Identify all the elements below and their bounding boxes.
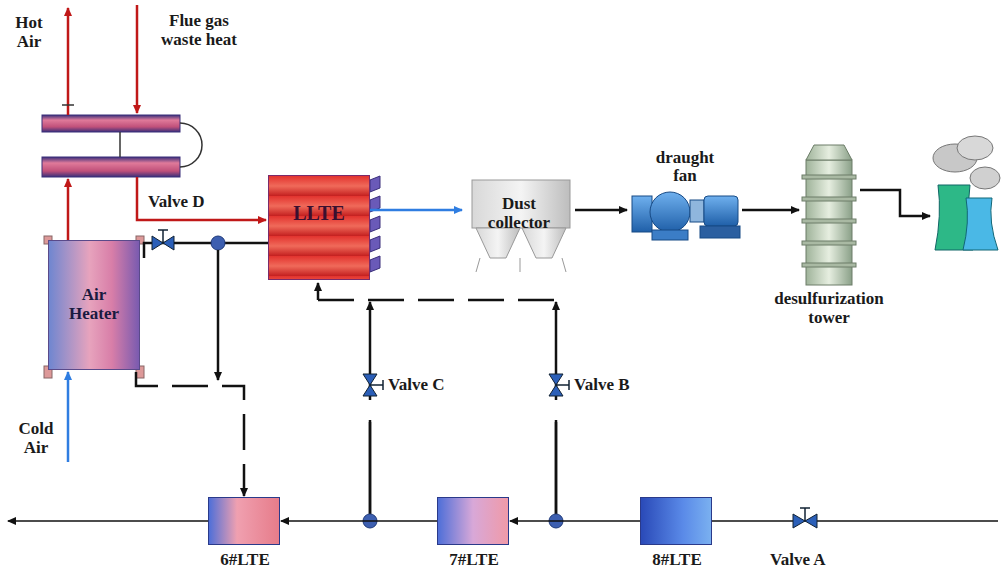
lte-heater: 7#LTE — [437, 497, 509, 545]
valve-label: Valve D — [148, 193, 218, 212]
tower-ring — [802, 219, 856, 223]
tower-ring — [802, 197, 856, 201]
valve-label: Valve B — [574, 376, 644, 395]
node-label: desulfurization tower — [754, 290, 904, 327]
node-label: 8#LTE — [632, 551, 722, 570]
tower-ring — [802, 241, 856, 245]
pipe-connector — [370, 209, 462, 212]
valve-label: Valve C — [388, 376, 458, 395]
air-heater-box: Air Heater — [48, 240, 140, 370]
stream-label: Hot Air — [4, 14, 54, 51]
pipe-connector — [510, 520, 640, 522]
fin — [370, 216, 380, 232]
pipe-connector — [281, 520, 437, 522]
llte-exchanger: LLTE — [268, 175, 370, 280]
node-label: 7#LTE — [429, 551, 519, 570]
pipe-connector — [136, 372, 244, 496]
fin — [370, 256, 380, 272]
fin — [370, 236, 380, 252]
stream-label: Flue gas waste heat — [150, 12, 248, 49]
valve-label: Valve A — [770, 551, 840, 570]
pipe-connector — [742, 209, 799, 212]
lte-heater: 8#LTE — [640, 497, 712, 545]
lte-heater: 6#LTE — [208, 497, 280, 545]
node-label: 6#LTE — [200, 551, 290, 570]
tower-ring — [802, 175, 856, 179]
node-label: draught fan — [645, 149, 725, 186]
fin — [370, 176, 380, 192]
stream-label: Cold Air — [10, 420, 62, 457]
desulfurization-tower: desulfurization tower — [800, 145, 858, 285]
node-label: LLTE — [293, 202, 345, 224]
node-label: Air Heater — [59, 286, 129, 323]
draught-fan: draught fan — [628, 190, 742, 240]
node-label: Dust collector — [469, 195, 569, 232]
dust-collector: Dust collector — [463, 182, 575, 246]
tower-ring — [802, 263, 856, 267]
pipe-connector — [575, 209, 627, 212]
